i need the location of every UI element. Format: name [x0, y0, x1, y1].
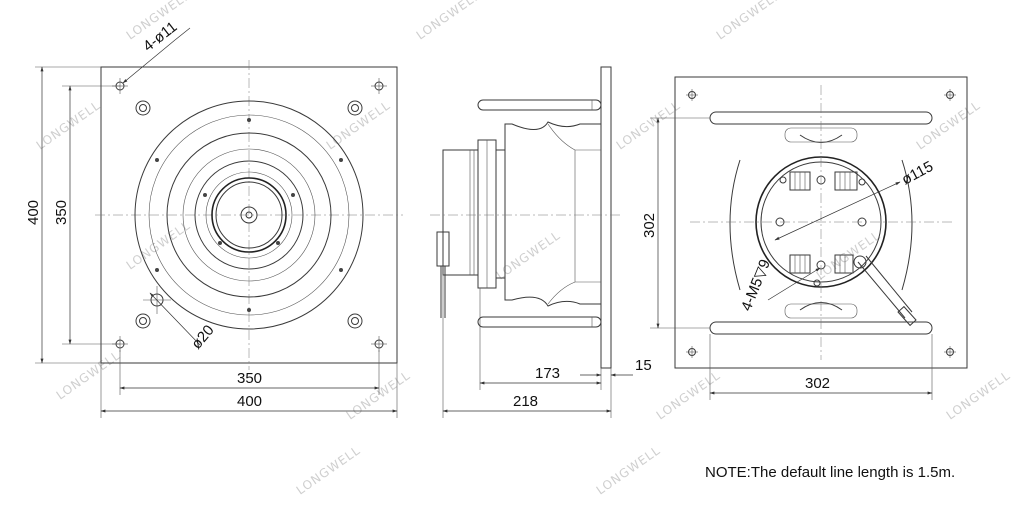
impeller-shroud	[504, 121, 602, 307]
note-text: NOTE:The default line length is 1.5m.	[705, 464, 955, 481]
front-height-dim: 400	[25, 200, 42, 225]
support-rod-bottom	[477, 316, 602, 328]
front-hole-spacing-h-dim: 350	[53, 200, 70, 225]
side-flange-plate	[600, 66, 612, 369]
motor-hub	[211, 177, 287, 253]
watermark: LONGWELL	[124, 218, 193, 272]
motor-body	[442, 149, 479, 276]
rear-cable	[857, 261, 906, 319]
watermark: LONGWELL	[54, 348, 123, 402]
front-width-dim: 400	[237, 393, 262, 410]
shaft	[240, 206, 258, 224]
watermark: LONGWELL	[34, 98, 103, 152]
inner-bolts	[135, 100, 363, 329]
center-hole-label: ø20	[188, 322, 218, 353]
outer-ring	[134, 100, 364, 330]
front-hole-spacing-w-dim: 350	[237, 370, 262, 387]
support-rod-top	[477, 99, 602, 111]
cable-gland	[436, 231, 450, 267]
rear-mounting-holes	[686, 89, 956, 358]
side-depth-body-dim: 173	[535, 365, 560, 382]
rear-ring-diameter-label: ø115	[899, 158, 936, 189]
rear-width-dim: 302	[805, 375, 830, 392]
rear-thread-callout: 4-M5▽9	[738, 257, 774, 313]
watermark: LONGWELL	[944, 368, 1013, 422]
watermark: LONGWELL	[294, 443, 363, 497]
watermark: LONGWELL	[414, 0, 483, 42]
watermark: LONGWELL	[494, 228, 563, 282]
watermark: LONGWELL	[654, 368, 723, 422]
watermark: LONGWELL	[614, 98, 683, 152]
watermark: LONGWELL	[594, 443, 663, 497]
front-view: ø20 4-ø11 400 350 350 400	[25, 18, 403, 418]
rear-view: ø115 4-M5▽9 302 302	[641, 76, 968, 400]
rear-plate	[674, 76, 968, 369]
rear-height-dim: 302	[641, 213, 658, 238]
watermark-group: LONGWELL LONGWELL LONGWELL LONGWELL LONG…	[34, 0, 1013, 497]
side-view: 218 173 15	[430, 66, 652, 418]
ring-dots	[155, 118, 343, 312]
watermark: LONGWELL	[914, 98, 983, 152]
watermark: LONGWELL	[344, 368, 413, 422]
side-depth-total-dim: 218	[513, 393, 538, 410]
watermark: LONGWELL	[714, 0, 783, 42]
side-flange-dim: 15	[635, 357, 652, 374]
